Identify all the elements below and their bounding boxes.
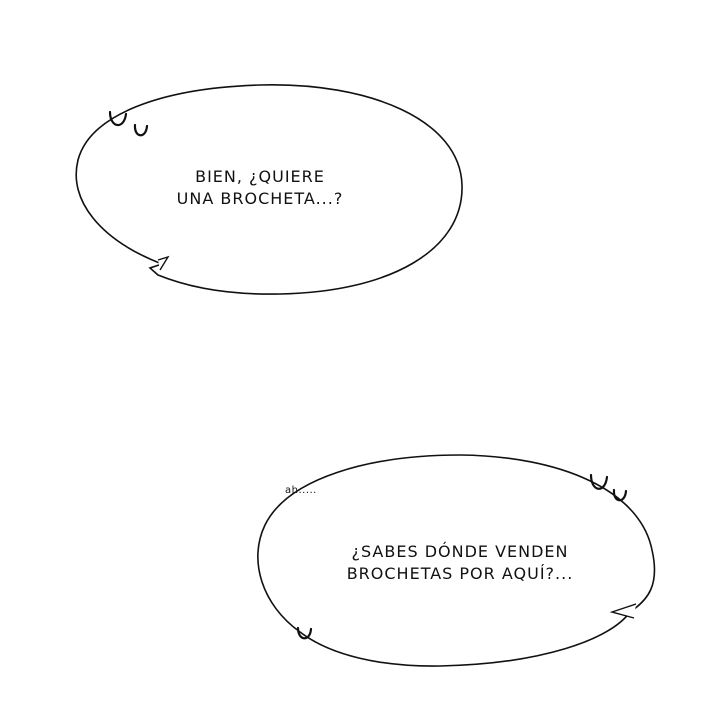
u-mark-bottom-left: [296, 626, 313, 640]
speech-text-bottom: ¿SABES DÓNDE VENDEN BROCHETAS POR AQUÍ?.…: [330, 541, 590, 585]
speech-line: ¿SABES DÓNDE VENDEN: [351, 542, 569, 561]
u-marks-bottom-right: [589, 473, 628, 502]
bubble-tail-notch-top: [157, 255, 170, 271]
u-marks-top: [108, 110, 149, 137]
speech-line: BROCHETAS POR AQUÍ?...: [346, 564, 574, 583]
speech-bubble-bottom: [257, 454, 656, 667]
speech-line: UNA BROCHETA...?: [176, 189, 344, 208]
sound-effect-ah: ah.....: [285, 485, 317, 496]
speech-bubble-top: [75, 84, 463, 295]
bubble-tail-notch-bottom: [609, 603, 637, 619]
speech-line: BIEN, ¿QUIERE: [195, 167, 325, 186]
speech-text-top: BIEN, ¿QUIERE UNA BROCHETA...?: [160, 166, 360, 210]
